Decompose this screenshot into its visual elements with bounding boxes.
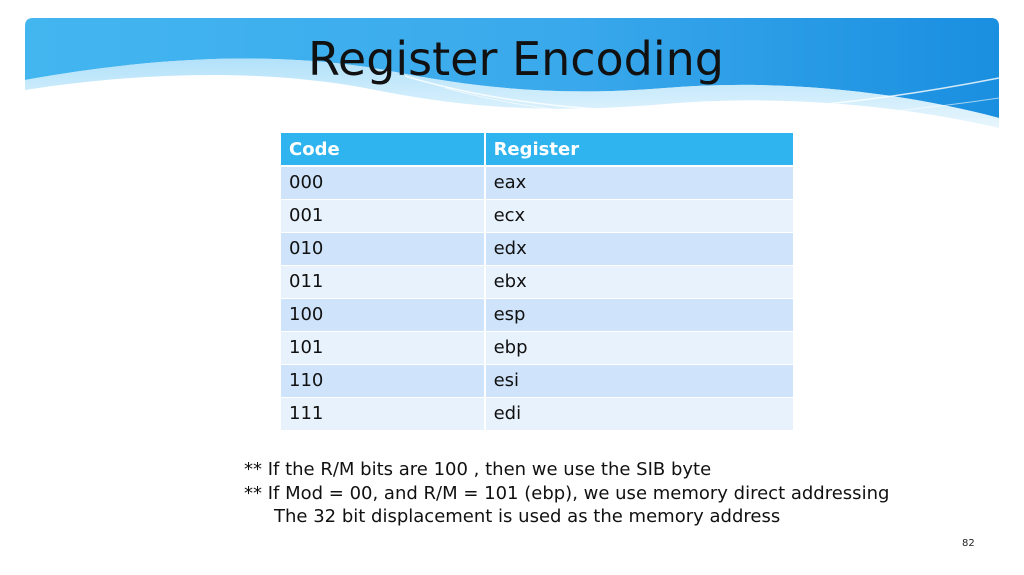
note-direct-addressing: ** If Mod = 00, and R/M = 101 (ebp), we … [244,482,890,504]
table-row: 000 eax [281,165,793,199]
register-cell: esp [483,297,793,331]
register-encoding-table: Code Register 000 eax 001 ecx 010 edx 01… [281,133,793,430]
code-cell: 111 [281,396,485,430]
table-header-row: Code Register [281,133,793,167]
table-row: 110 esi [281,363,793,397]
code-cell: 101 [281,330,485,364]
register-cell: esi [483,363,793,397]
slide-title: Register Encoding [308,32,724,86]
page-number: 82 [962,538,975,549]
code-cell: 010 [281,231,485,265]
register-cell: ebx [483,264,793,298]
column-header-code: Code [281,133,485,167]
column-header-register: Register [483,133,793,167]
code-cell: 000 [281,165,485,199]
notes-block: ** If the R/M bits are 100 , then we use… [244,458,889,529]
note-displacement: The 32 bit displacement is used as the m… [274,506,781,527]
code-cell: 001 [281,198,485,232]
table-row: 010 edx [281,231,793,265]
code-cell: 110 [281,363,485,397]
table-row: 111 edi [281,396,793,430]
table-row: 101 ebp [281,330,793,364]
table-row: 100 esp [281,297,793,331]
note-sib-byte: ** If the R/M bits are 100 , then we use… [244,459,712,480]
register-cell: eax [483,165,793,199]
register-cell: edi [483,396,793,430]
register-cell: ecx [483,198,793,232]
table-row: 011 ebx [281,264,793,298]
code-cell: 011 [281,264,485,298]
code-cell: 100 [281,297,485,331]
register-cell: ebp [483,330,793,364]
table-row: 001 ecx [281,198,793,232]
header-wave-banner [25,18,999,128]
register-cell: edx [483,231,793,265]
